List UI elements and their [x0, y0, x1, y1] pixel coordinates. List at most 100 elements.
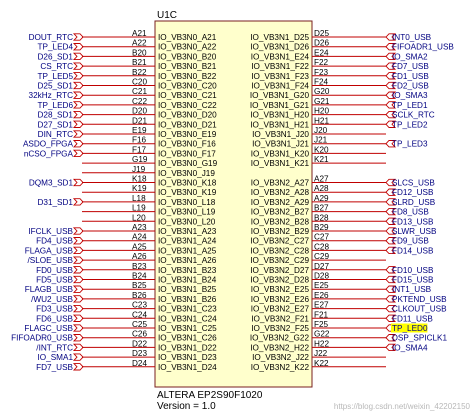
net-label: TP_LED5 [38, 72, 74, 81]
pin-number: H20 [314, 107, 329, 116]
net-port-arrow [72, 275, 84, 284]
pin-number: A25 [132, 242, 147, 251]
pin-number: D25 [314, 29, 329, 38]
net-label: /INT_RTC [36, 343, 73, 352]
net-label: TP_LED3 [392, 140, 428, 149]
pin-name: IO_VB3N0_B21 [158, 62, 217, 71]
pin-number: D26 [314, 39, 329, 48]
pin-name: IO_VB3N2_D27 [250, 266, 309, 275]
pin-name: IO_VB3N1_J20 [252, 130, 309, 139]
pin-name: IO_VB3N2_C29 [250, 256, 309, 265]
net-port-arrow [72, 72, 84, 80]
pin-number: E27 [314, 301, 329, 310]
pin-name: IO_VB3N2_A29 [251, 198, 310, 207]
net-highlight [391, 323, 428, 333]
net-port-arrow [385, 178, 397, 187]
pin-name: IO_VB3N2_F21 [251, 314, 309, 323]
net-label: FD12_USB [392, 188, 434, 197]
pin-name: IO_VB3N1_A25 [158, 246, 217, 255]
pin-name: IO_VB3N1_D24 [158, 363, 217, 372]
net-label: TP_LED2 [392, 120, 428, 129]
net-port-arrow [385, 217, 397, 225]
net-label: CS_RTC [40, 62, 73, 71]
net-label: FD5_USB [36, 276, 73, 285]
pin-name: IO_VB3N1_J21 [252, 140, 309, 149]
pin-name: IO_VB3N1_H20 [250, 111, 309, 120]
pin-name: IO_VB3N0_B22 [158, 72, 217, 81]
pin-number: F25 [314, 320, 329, 329]
net-port-arrow [385, 62, 397, 70]
net-label: FD0_USB [36, 266, 73, 275]
net-port-arrow [385, 101, 397, 109]
net-label: D27_SD1 [37, 120, 73, 129]
pin-number: A26 [132, 252, 147, 261]
pin-number: C26 [132, 330, 147, 339]
net-port-arrow [72, 52, 84, 61]
pin-name: IO_VB3N0_F16 [158, 140, 216, 149]
pin-name: IO_VB3N2_E25 [251, 285, 310, 294]
pin-name: IO_VB3N1_K20 [251, 149, 310, 158]
pin-number: H21 [314, 116, 329, 125]
net-port-arrow [385, 188, 397, 196]
net-label: ASDO_FPGA [23, 140, 74, 149]
pin-name: IO_VB3N2_B29 [251, 227, 310, 236]
pin-number: D20 [132, 107, 147, 116]
pin-number: F22 [314, 58, 329, 67]
net-label: FD7_USB [392, 62, 429, 71]
net-port-arrow [72, 363, 84, 371]
net-label: IFCLK_USB [28, 227, 73, 236]
net-label: FD10_USB [392, 266, 434, 275]
pin-name: IO_VB3N1_G21 [250, 101, 310, 110]
pin-name: IO_VB3N0_C22 [158, 101, 217, 110]
pin-number: A22 [132, 39, 147, 48]
pin-name: IO_VB3N0_G19 [158, 159, 218, 168]
pin-name: IO_VB3N1_K21 [251, 159, 310, 168]
pin-number: F21 [314, 310, 329, 319]
pin-name: IO_VB3N1_B24 [158, 276, 217, 285]
pin-name: IO_VB3N0_D20 [158, 111, 217, 120]
net-port-arrow [385, 285, 397, 293]
net-label: FD3_USB [36, 305, 73, 314]
net-label: IO_SMA4 [392, 343, 428, 352]
pin-name: IO_VB3N1_E24 [251, 52, 310, 61]
pin-name: IO_VB3N2_C28 [250, 246, 309, 255]
net-label: D25_SD1 [37, 82, 73, 91]
pin-name: IO_VB3N2_A28 [251, 188, 310, 197]
net-label: FD2_USB [392, 82, 429, 91]
pin-number: D28 [314, 272, 329, 281]
pin-name: IO_VB3N1_F24 [251, 82, 309, 91]
pin-number: C28 [314, 242, 329, 251]
pin-name: IO_VB3N0_F17 [158, 149, 216, 158]
pin-number: D23 [132, 349, 147, 358]
net-port-arrow [72, 149, 84, 158]
pin-number: A23 [132, 223, 147, 232]
pin-number: A21 [132, 29, 147, 38]
net-port-arrow [72, 120, 84, 128]
net-port-arrow [385, 198, 397, 206]
net-port-arrow [385, 91, 397, 99]
net-label: IO_SMA1 [38, 353, 74, 362]
net-label: TP_LED6 [38, 101, 74, 110]
pin-name: IO_VB3N1_F22 [251, 62, 309, 71]
pin-name: IO_VB3N1_A23 [158, 227, 217, 236]
net-label: INT1_USB [392, 285, 432, 294]
pin-number: B20 [132, 48, 147, 57]
pin-number: K19 [132, 184, 147, 193]
net-label: SCLK_RTC [392, 111, 435, 120]
pin-number: A27 [314, 175, 329, 184]
net-port-arrow [385, 140, 397, 148]
net-port-arrow [385, 207, 397, 216]
net-port-arrow [72, 285, 84, 293]
watermark: https://blog.csdn.net/weixin_42202150 [334, 402, 471, 411]
net-label: TP_LED0 [392, 324, 428, 333]
pin-number: J22 [314, 349, 328, 358]
net-label: D28_SD1 [37, 111, 73, 120]
net-port-arrow [385, 295, 397, 303]
pin-name: IO_VB3N2_A27 [251, 179, 310, 188]
pin-number: B26 [132, 291, 147, 300]
pin-number: B21 [132, 58, 147, 67]
net-label: CLKOUT_USB [392, 305, 447, 314]
net-label: FD13_USB [392, 217, 434, 226]
pin-number: E25 [314, 281, 329, 290]
net-port-arrow [385, 246, 397, 255]
